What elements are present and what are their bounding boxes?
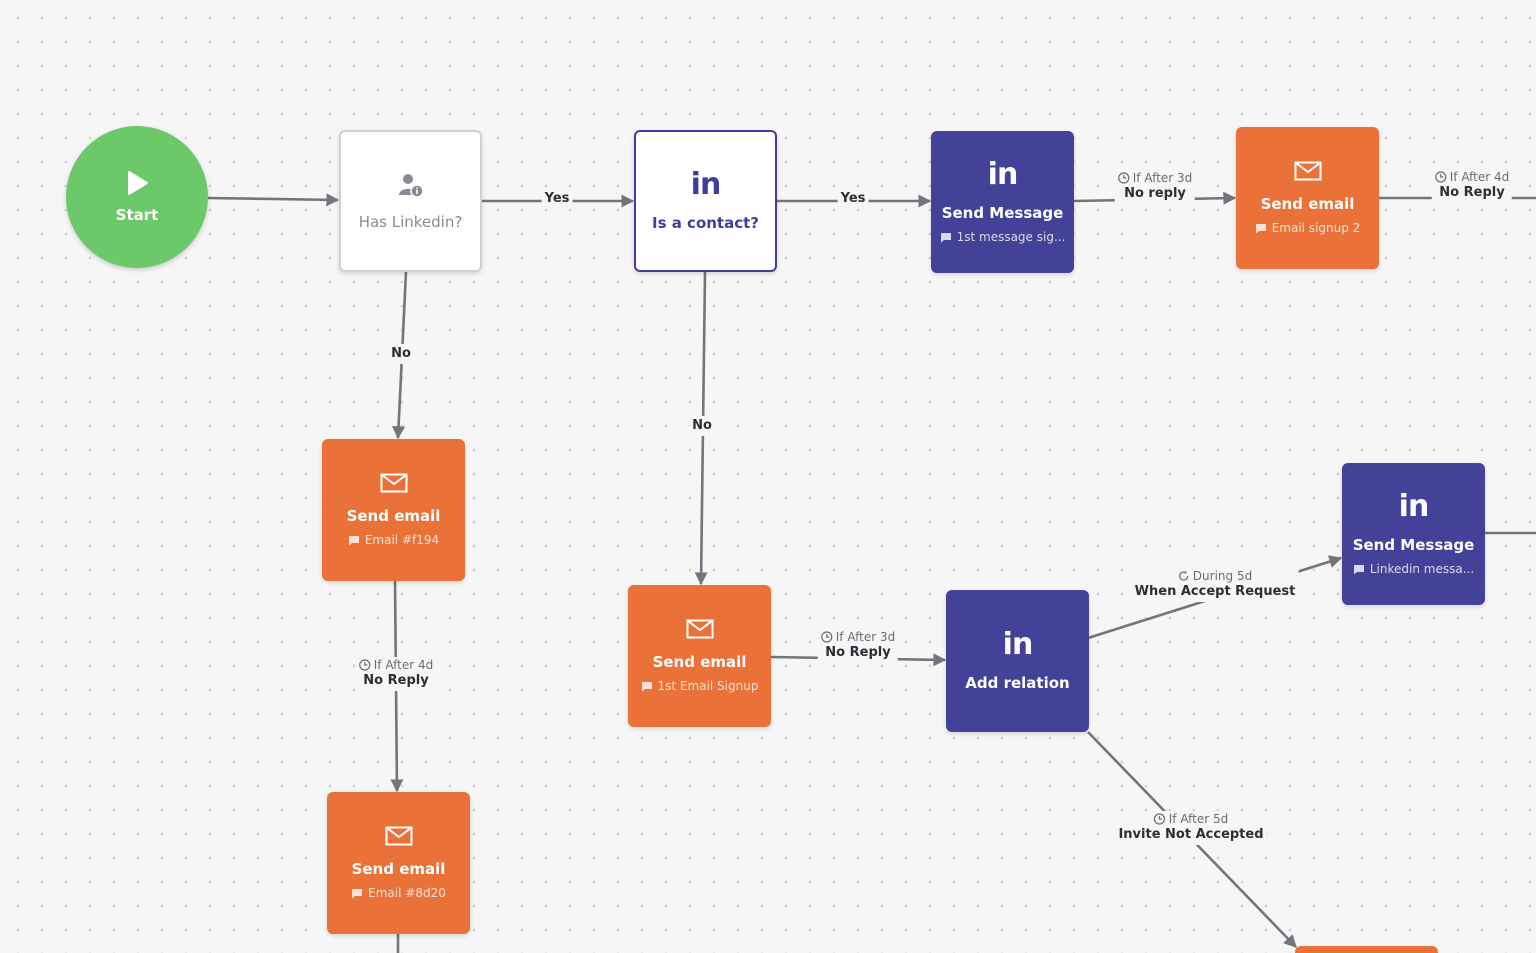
edge-condition: If After 3d <box>835 630 896 644</box>
edge-condition: If After 4d <box>373 658 434 672</box>
edge-condition: If After 4d <box>1449 170 1510 184</box>
action-node-send-message-2[interactable]: in Send Message Linkedin messa... <box>1342 463 1485 605</box>
linkedin-icon: in <box>1002 627 1034 662</box>
envelope-icon <box>686 619 714 639</box>
edge-label-text: No <box>391 346 411 361</box>
template-name: Linkedin messa... <box>1369 562 1475 576</box>
edge-label-yes[interactable]: Yes <box>541 189 573 209</box>
clock-icon <box>359 659 371 671</box>
action-node-partial[interactable] <box>1295 946 1438 953</box>
node-title: Is a contact? <box>651 214 759 232</box>
envelope-icon <box>385 826 413 846</box>
edge-label-text: No reply <box>1124 186 1186 201</box>
node-title: Has Linkedin? <box>358 213 463 231</box>
message-icon <box>1353 564 1364 574</box>
cycle-icon <box>1179 570 1189 581</box>
condition-node-is-contact[interactable]: in Is a contact? <box>634 130 777 272</box>
edge-start-to-has-linkedin <box>207 193 340 207</box>
template-name: Email #8d20 <box>368 886 446 900</box>
message-icon <box>348 535 359 545</box>
edge-label-during[interactable]: During 5d When Accept Request <box>1131 568 1299 602</box>
message-icon <box>940 232 951 242</box>
edge-label-delay[interactable]: If After 3d No reply <box>1114 170 1196 204</box>
clock-icon <box>821 631 833 643</box>
node-title: Send email <box>346 507 441 525</box>
message-icon <box>1255 223 1266 233</box>
condition-node-has-linkedin[interactable]: Has Linkedin? <box>339 130 482 272</box>
node-subtitle: Linkedin messa... <box>1353 562 1474 576</box>
user-info-icon <box>397 171 425 199</box>
node-subtitle: Email #f194 <box>348 533 439 547</box>
node-subtitle: 1st Email Signup <box>641 679 759 693</box>
edge-label-text: Yes <box>544 191 570 206</box>
linkedin-icon: in <box>690 167 722 202</box>
edge-label-delay[interactable]: If After 3d No Reply <box>817 629 899 663</box>
node-title: Add relation <box>965 674 1070 692</box>
node-title: Send Message <box>1352 536 1475 554</box>
edge-condition: If After 5d <box>1168 812 1229 826</box>
envelope-icon <box>380 473 408 493</box>
node-subtitle: Email signup 2 <box>1255 221 1361 235</box>
edge-label-no[interactable]: No <box>689 416 715 436</box>
action-node-send-email-1st-signup[interactable]: Send email 1st Email Signup <box>628 585 771 727</box>
edge-label-text: No Reply <box>825 645 891 660</box>
edge-label-yes[interactable]: Yes <box>837 189 869 209</box>
action-node-send-email-8d20[interactable]: Send email Email #8d20 <box>327 792 470 934</box>
edge-condition: During 5d <box>1192 569 1253 583</box>
play-icon <box>124 170 150 196</box>
edge-label-text: When Accept Request <box>1134 584 1296 599</box>
action-node-send-message-1[interactable]: in Send Message 1st message sig... <box>931 131 1074 273</box>
message-icon <box>641 681 652 691</box>
template-name: 1st Email Signup <box>657 679 759 693</box>
clock-icon <box>1435 171 1447 183</box>
edge-label-delay[interactable]: If After 5d Invite Not Accepted <box>1115 811 1267 845</box>
message-icon <box>352 888 363 898</box>
start-label: Start <box>115 206 159 224</box>
edge-label-delay[interactable]: If After 4d No Reply <box>1431 169 1513 203</box>
clock-icon <box>1154 813 1166 825</box>
node-subtitle: Email #8d20 <box>351 886 446 900</box>
node-title: Send email <box>652 653 747 671</box>
linkedin-icon: in <box>1398 489 1430 524</box>
template-name: 1st message sig... <box>956 230 1066 244</box>
node-title: Send email <box>351 860 446 878</box>
template-name: Email signup 2 <box>1271 221 1361 235</box>
envelope-icon <box>1294 161 1322 181</box>
node-title: Send email <box>1260 195 1355 213</box>
node-subtitle: 1st message sig... <box>940 230 1066 244</box>
edge-label-text: Invite Not Accepted <box>1118 827 1264 842</box>
start-node[interactable]: Start <box>66 126 208 268</box>
action-node-send-email-f194[interactable]: Send email Email #f194 <box>322 439 465 581</box>
linkedin-icon: in <box>987 157 1019 192</box>
action-node-add-relation[interactable]: in Add relation <box>946 590 1089 732</box>
edge-label-delay[interactable]: If After 4d No Reply <box>355 657 437 691</box>
edge-condition: If After 3d <box>1132 171 1193 185</box>
edge-label-no[interactable]: No <box>388 344 414 364</box>
node-title: Send Message <box>941 204 1064 222</box>
edge-label-text: No <box>692 418 712 433</box>
edge-label-text: No Reply <box>1439 185 1505 200</box>
action-node-send-email-signup2[interactable]: Send email Email signup 2 <box>1236 127 1379 269</box>
edge-label-text: No Reply <box>363 673 429 688</box>
clock-icon <box>1118 172 1130 184</box>
template-name: Email #f194 <box>364 533 440 547</box>
edge-label-text: Yes <box>840 191 866 206</box>
